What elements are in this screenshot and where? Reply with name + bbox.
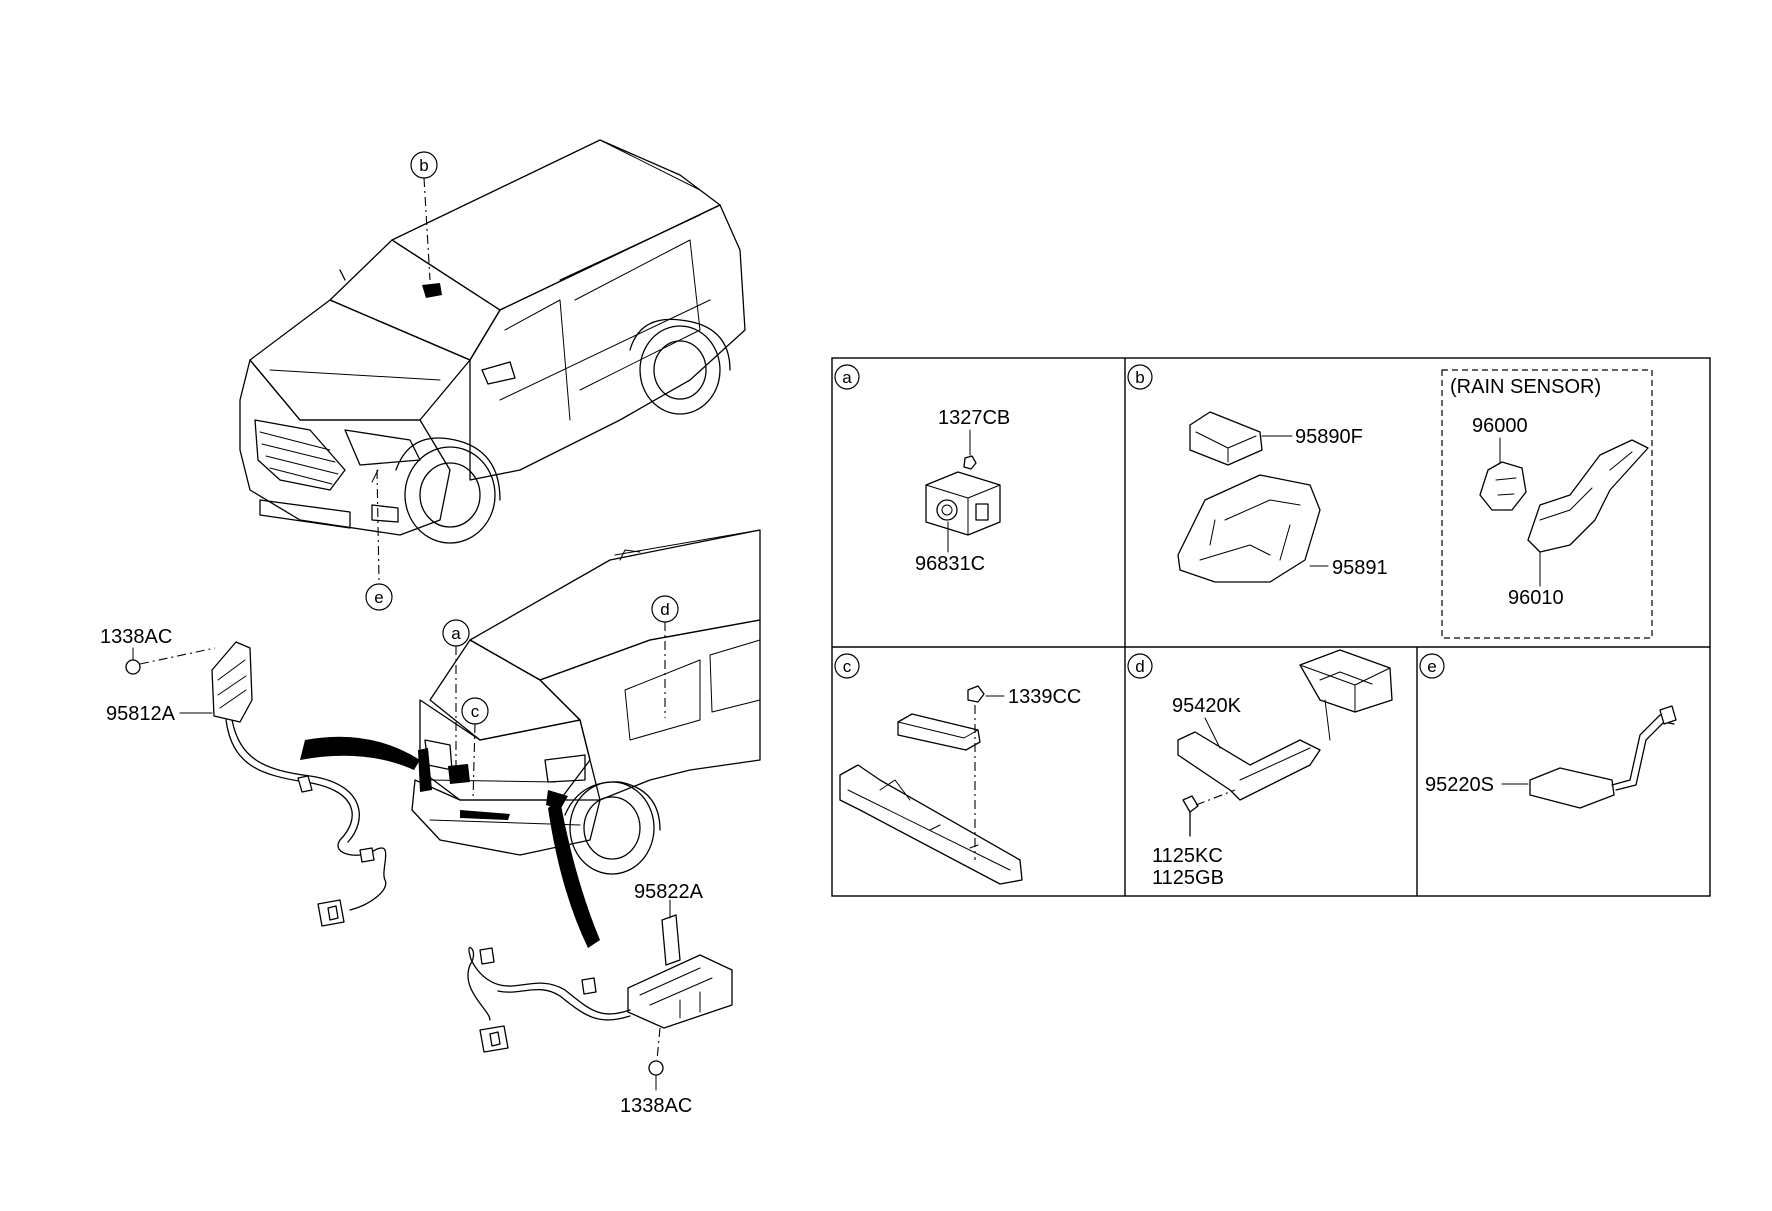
callout-b-top-label: b — [419, 156, 428, 175]
detail-panels-grid — [831, 357, 1711, 897]
callout-d-rear — [651, 595, 679, 623]
pointer-arrow-left — [300, 736, 420, 770]
callout-c-rear-label: c — [471, 702, 480, 721]
panel-e-callout — [1419, 653, 1445, 679]
panel-d-callout-label: d — [1135, 657, 1144, 676]
nut-1338ac-left — [125, 659, 141, 675]
rear-sensor-harness-left — [211, 641, 387, 927]
panel-e-callout-label: e — [1427, 657, 1436, 676]
panel-c-callout-label: c — [843, 657, 852, 676]
nut-1338ac-bottom — [648, 1060, 664, 1076]
front-vehicle-illustration — [239, 139, 746, 544]
panel-b-callout-label: b — [1135, 368, 1144, 387]
panel-b-callout — [1127, 364, 1153, 390]
panel-a-callout — [834, 364, 860, 390]
callout-d-rear-label: d — [660, 600, 669, 619]
label-96000: 96000 — [1472, 415, 1528, 437]
label-1338AC-left: 1338AC — [100, 626, 172, 648]
label-1339CC: 1339CC — [1008, 686, 1081, 708]
panel-d-callout — [1127, 653, 1153, 679]
callout-b-top — [410, 151, 438, 179]
panel-d-bracket — [1177, 649, 1393, 837]
callout-c-rear — [461, 697, 489, 725]
callout-a-rear — [442, 619, 470, 647]
rear-vehicle-illustration — [411, 529, 761, 875]
panel-e-sensor-wire — [1529, 705, 1677, 809]
callout-a-rear-label: a — [451, 624, 461, 643]
label-95420K: 95420K — [1172, 695, 1242, 717]
rain-sensor-box — [1441, 369, 1653, 639]
label-96010: 96010 — [1508, 587, 1564, 609]
callout-e-top — [365, 583, 393, 611]
label-1125GB: 1125GB — [1152, 867, 1224, 889]
panel-a-callout-label: a — [842, 368, 852, 387]
label-1338AC-bottom: 1338AC — [620, 1095, 692, 1117]
pointer-arrow-right — [548, 800, 600, 948]
panel-c-callout — [834, 653, 860, 679]
label-96831C: 96831C — [915, 553, 985, 575]
label-1125KC: 1125KC — [1152, 845, 1223, 867]
label-95220S: 95220S — [1425, 774, 1494, 796]
panel-b-camera-bracket — [1177, 411, 1321, 583]
label-95890F: 95890F — [1295, 426, 1363, 448]
panel-c-bumper-rail — [839, 685, 1023, 885]
label-95822A: 95822A — [634, 881, 704, 903]
label-95891: 95891 — [1332, 557, 1388, 579]
panel-a-module — [925, 455, 1001, 536]
label-1327CB: 1327CB — [938, 407, 1010, 429]
rear-sensor-harness-right — [467, 914, 733, 1053]
rain-sensor-label: (RAIN SENSOR) — [1450, 376, 1601, 398]
callout-e-top-label: e — [374, 588, 383, 607]
rain-sensor-parts — [1479, 439, 1649, 553]
label-95812A: 95812A — [106, 703, 176, 725]
